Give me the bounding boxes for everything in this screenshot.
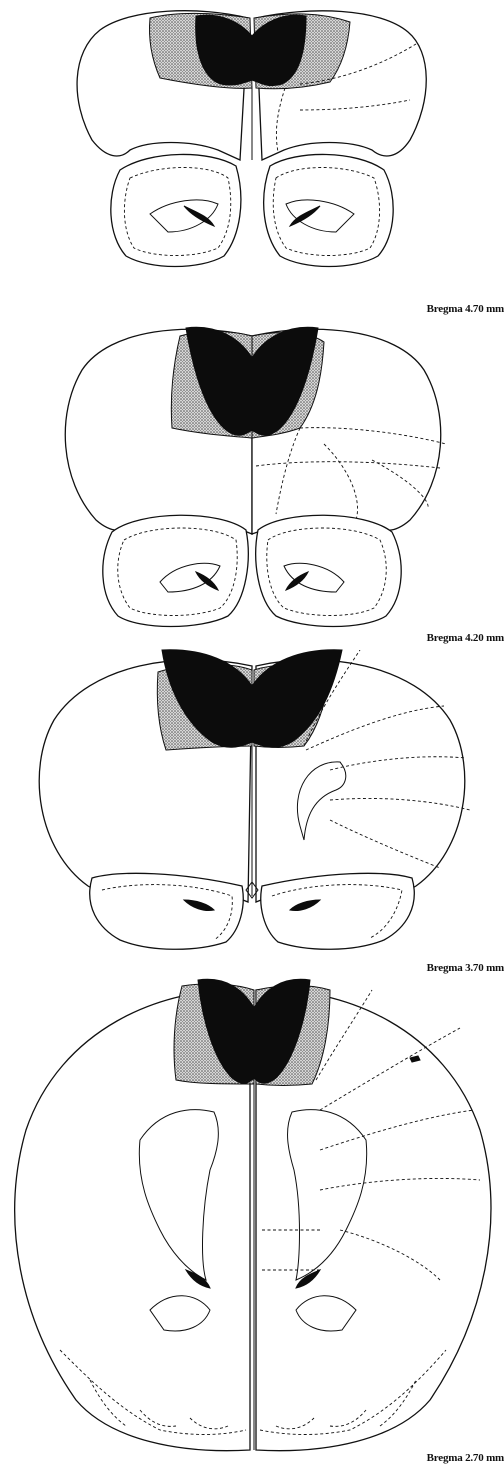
dense-lesion <box>196 15 306 86</box>
brain-section-diagram <box>0 320 504 630</box>
bregma-label: Bregma 2.70 mm <box>427 1452 504 1464</box>
bregma-label: Bregma 4.20 mm <box>427 632 504 644</box>
section-bregma-3-70: Bregma 3.70 mm <box>0 650 504 980</box>
section-bregma-4-70: Bregma 4.70 mm <box>0 0 504 320</box>
section-bregma-4-20: Bregma 4.20 mm <box>0 320 504 650</box>
brain-section-diagram <box>0 980 504 1460</box>
bregma-label: Bregma 4.70 mm <box>427 303 504 315</box>
brain-section-diagram <box>0 650 504 950</box>
section-bregma-2-70: Bregma 2.70 mm <box>0 980 504 1470</box>
brain-section-diagram <box>0 0 504 290</box>
bregma-label: Bregma 3.70 mm <box>427 962 504 974</box>
